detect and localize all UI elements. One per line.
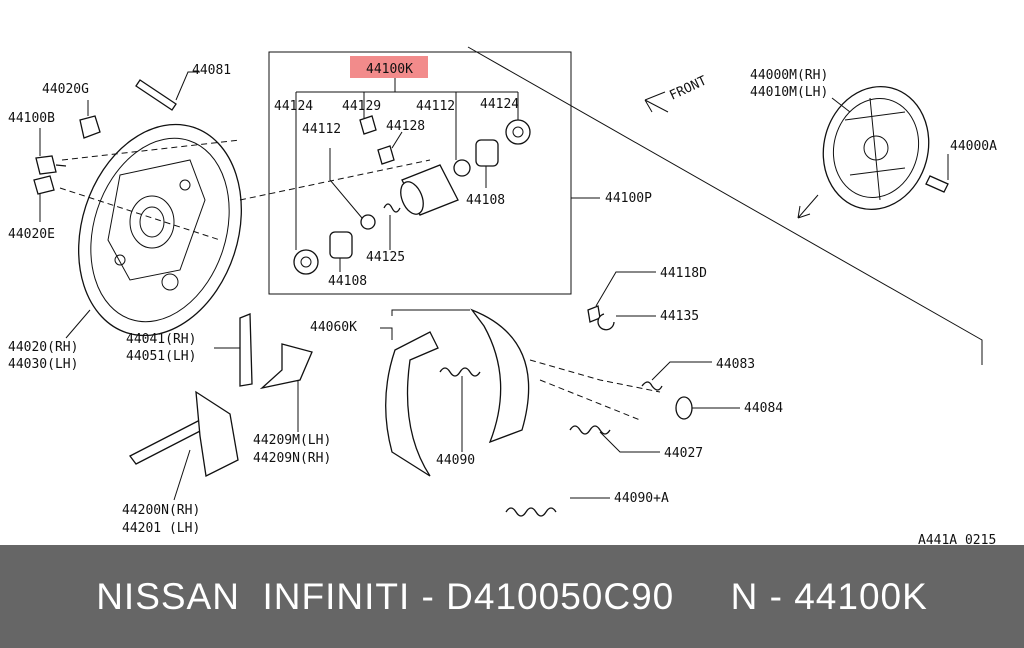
front-arrow: [644, 91, 669, 113]
label-44100P: 44100P: [605, 191, 652, 206]
piston-44108-left: [329, 231, 353, 259]
cup-44112-left: [360, 214, 376, 230]
brake-assembly-illustration: [822, 85, 930, 211]
label-44124-left: 44124: [274, 99, 313, 114]
label-44020G: 44020G: [42, 82, 89, 97]
leader-44020: [65, 309, 91, 339]
label-44118D: 44118D: [660, 266, 707, 281]
nut-44020E: [33, 175, 55, 195]
leader-44027: [599, 431, 660, 453]
label-44112-right: 44112: [416, 99, 455, 114]
label-44209M-lh: 44209M(LH): [253, 433, 331, 448]
leader-44081: [175, 71, 200, 101]
parking-lever-44200N: [195, 390, 239, 477]
label-44060K: 44060K: [310, 320, 357, 335]
caption-text: NISSAN INFINITI - D410050C90 N - 44100K: [96, 575, 928, 617]
highlight-box: [350, 56, 428, 78]
spring-44027: [569, 425, 611, 435]
boot-44124-right: [505, 119, 531, 145]
cap-44128: [377, 145, 395, 165]
label-44000A: 44000A: [950, 139, 997, 154]
label-44051-lh: 44051(LH): [126, 349, 196, 364]
label-44081: 44081: [192, 63, 231, 78]
retainer-44084: [675, 396, 693, 420]
assembly-dash-lines-left: [59, 139, 431, 241]
label-44020E: 44020E: [8, 227, 55, 242]
label-44083: 44083: [716, 357, 755, 372]
label-44129: 44129: [342, 99, 381, 114]
bolt-44100B: [35, 155, 67, 175]
label-44020-rh: 44020(RH): [8, 340, 78, 355]
label-44100K: 44100K: [366, 62, 413, 77]
leader-44112a: [329, 148, 363, 219]
spring-44090-A: [505, 507, 557, 517]
kit-box: [268, 51, 572, 295]
cup-44112-right: [453, 159, 471, 177]
parking-cable-end: [129, 419, 207, 465]
spring-44125: [383, 203, 401, 213]
bolt-44000A: [925, 175, 949, 193]
label-44200N-rh: 44200N(RH): [122, 503, 200, 518]
diagram-code: A441A 0215: [918, 533, 996, 545]
direction-arrow: [797, 194, 819, 219]
caption-banner: NISSAN INFINITI - D410050C90 N - 44100K: [0, 545, 1024, 648]
lever-44041: [239, 313, 253, 387]
leader-44200N: [173, 449, 191, 501]
parts-diagram: 44100K FRONT: [8, 46, 997, 545]
leader-44128: [391, 131, 403, 149]
front-label: FRONT: [667, 73, 709, 103]
brake-shoe-rear: [470, 308, 530, 444]
kit-bracket: [295, 78, 519, 100]
label-44135: 44135: [660, 309, 699, 324]
boot-44124-left: [293, 249, 319, 275]
spring-44090: [439, 367, 481, 377]
label-44209N-rh: 44209N(RH): [253, 451, 331, 466]
label-44108-right: 44108: [466, 193, 505, 208]
label-44090: 44090: [436, 453, 475, 468]
label-44010M-lh: 44010M(LH): [750, 85, 828, 100]
adjuster-44209: [259, 343, 313, 390]
bolt-44081: [135, 79, 177, 111]
leader-44060K: [380, 309, 470, 340]
section-divider-line: [467, 46, 983, 365]
spring-44083: [641, 381, 663, 391]
label-44041-rh: 44041(RH): [126, 332, 196, 347]
brake-shoe-front: [385, 331, 439, 477]
label-44201-lh: 44201 (LH): [122, 521, 200, 536]
label-44000M-rh: 44000M(RH): [750, 68, 828, 83]
clip-44135: [597, 313, 615, 331]
label-44124-right: 44124: [480, 97, 519, 112]
label-44084: 44084: [744, 401, 783, 416]
label-44027: 44027: [664, 446, 703, 461]
leader-44083: [651, 361, 712, 381]
backing-plate: [78, 123, 242, 337]
label-44108-left: 44108: [328, 274, 367, 289]
label-44112-left: 44112: [302, 122, 341, 137]
label-44030-lh: 44030(LH): [8, 357, 78, 372]
label-44125: 44125: [366, 250, 405, 265]
clip-44020G: [79, 115, 101, 139]
leader-44118D: [595, 271, 656, 307]
label-44100B: 44100B: [8, 111, 55, 126]
label-44128: 44128: [386, 119, 425, 134]
bleeder-44129: [359, 115, 377, 135]
piston-44108-right: [475, 139, 499, 167]
label-44090-A: 44090+A: [614, 491, 669, 506]
assembly-dash-lines-right: [529, 359, 661, 421]
leader-44000M: [831, 97, 851, 113]
